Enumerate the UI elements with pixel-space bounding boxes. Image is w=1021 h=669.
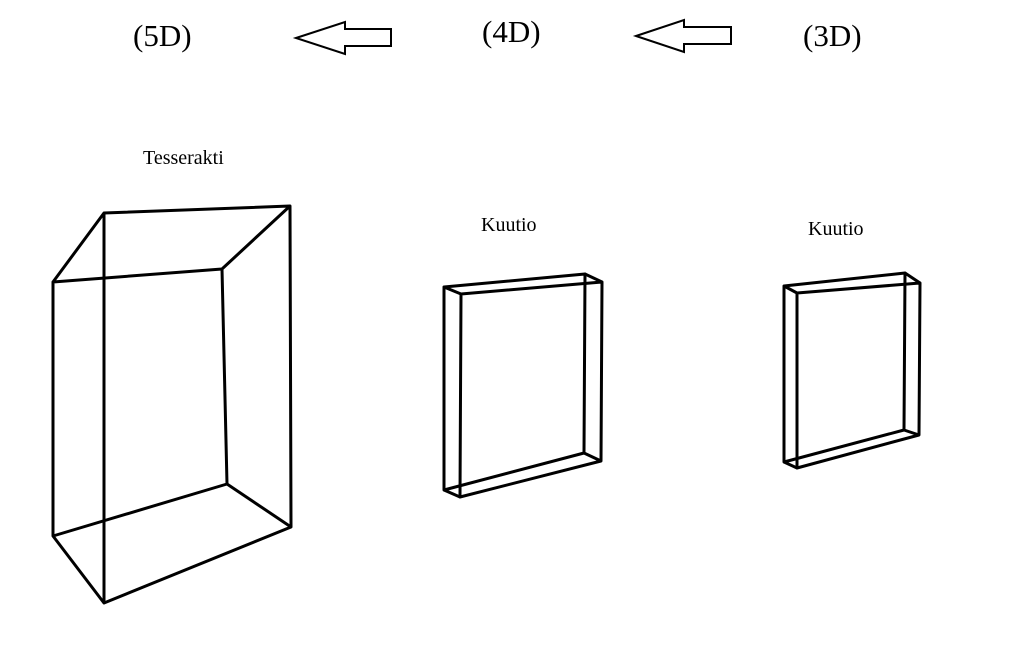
tesseract-shape xyxy=(51,204,293,605)
cube-3d-shape xyxy=(782,271,922,470)
cube-4d-label: Kuutio xyxy=(481,214,537,236)
label-5d: (5D) xyxy=(133,18,192,53)
cube-3d-label: Kuutio xyxy=(808,218,864,240)
cube-4d-shape xyxy=(442,272,604,499)
arrow-left-icon xyxy=(292,20,392,56)
tesseract-label: Tesserakti xyxy=(143,147,224,169)
label-4d: (4D) xyxy=(482,14,541,49)
arrow-left-icon xyxy=(632,18,732,54)
label-3d: (3D) xyxy=(803,18,862,53)
